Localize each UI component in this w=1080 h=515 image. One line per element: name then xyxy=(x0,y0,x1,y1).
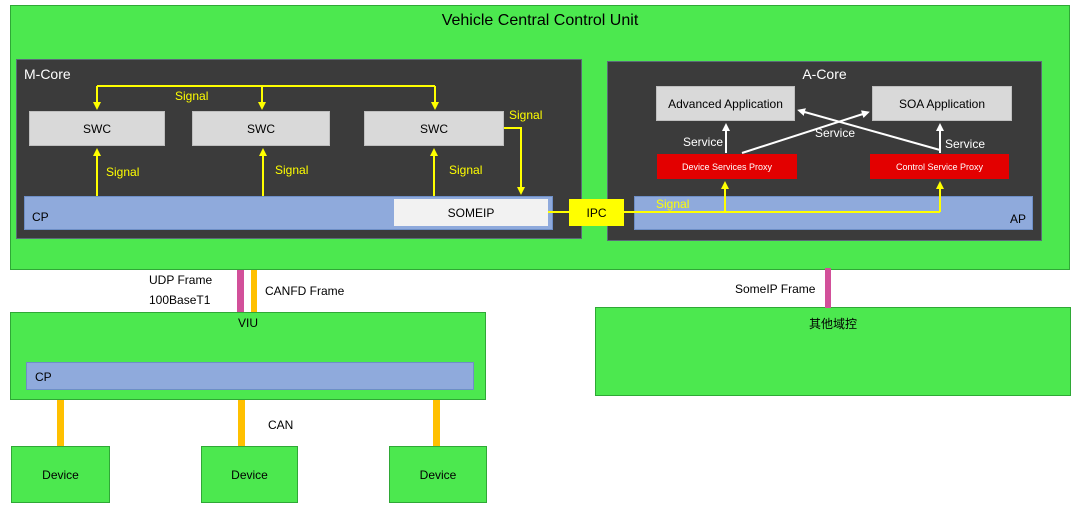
soa-application-box[interactable]: SOA Application xyxy=(872,86,1012,121)
control-service-proxy-box[interactable]: Control Service Proxy xyxy=(870,154,1009,179)
service-label-right: Service xyxy=(945,137,986,151)
someip-box[interactable]: SOMEIP xyxy=(394,199,548,226)
can-link-2 xyxy=(238,400,245,446)
device-box-2[interactable]: Device xyxy=(201,446,298,503)
ap-label: AP xyxy=(1010,212,1027,226)
signal-label-top: Signal xyxy=(175,89,209,103)
device-box-3[interactable]: Device xyxy=(389,446,487,503)
cp-label-mcore: CP xyxy=(32,210,49,224)
cp-bar-viu xyxy=(26,362,474,390)
ipc-box[interactable]: IPC xyxy=(569,199,624,226)
signal-swc3-to-someip xyxy=(504,127,525,195)
other-domain-controller-box xyxy=(595,307,1071,396)
viu-title: VIU xyxy=(237,316,258,330)
base-label: 100BaseT1 xyxy=(149,293,211,307)
device-services-proxy-box[interactable]: Device Services Proxy xyxy=(657,154,797,179)
other-domain-title: 其他域控 xyxy=(808,317,857,331)
udp-frame-label: UDP Frame xyxy=(149,273,213,287)
swc-box-2[interactable]: SWC xyxy=(192,111,330,146)
signal-arrows-up xyxy=(93,148,438,196)
someip-link xyxy=(825,268,831,308)
can-label: CAN xyxy=(268,418,294,432)
udp-link xyxy=(237,270,244,312)
a-core-title: A-Core xyxy=(802,66,847,82)
ccu-title: Vehicle Central Control Unit xyxy=(441,12,639,29)
canfd-frame-label: CANFD Frame xyxy=(265,284,345,298)
someip-frame-label: SomeIP Frame xyxy=(735,282,816,296)
m-core-title: M-Core xyxy=(24,66,71,82)
signal-bus-top xyxy=(93,85,439,110)
service-label-middle: Service xyxy=(815,126,856,140)
can-link-3 xyxy=(433,400,440,446)
swc-box-1[interactable]: SWC xyxy=(29,111,165,146)
service-label-left: Service xyxy=(683,135,724,149)
signal-label-swc1: Signal xyxy=(106,165,140,179)
service-arrows xyxy=(722,108,944,154)
signal-label-swc2: Signal xyxy=(275,163,309,177)
signal-ipc-line xyxy=(548,181,944,213)
cp-label-viu: CP xyxy=(35,370,52,384)
signal-label-acore: Signal xyxy=(656,197,690,211)
advanced-application-box[interactable]: Advanced Application xyxy=(656,86,795,121)
canfd-link xyxy=(251,270,257,312)
device-box-1[interactable]: Device xyxy=(11,446,110,503)
signal-label-right: Signal xyxy=(509,108,543,122)
swc-box-3[interactable]: SWC xyxy=(364,111,504,146)
can-link-1 xyxy=(57,400,64,446)
signal-label-swc3: Signal xyxy=(449,163,483,177)
